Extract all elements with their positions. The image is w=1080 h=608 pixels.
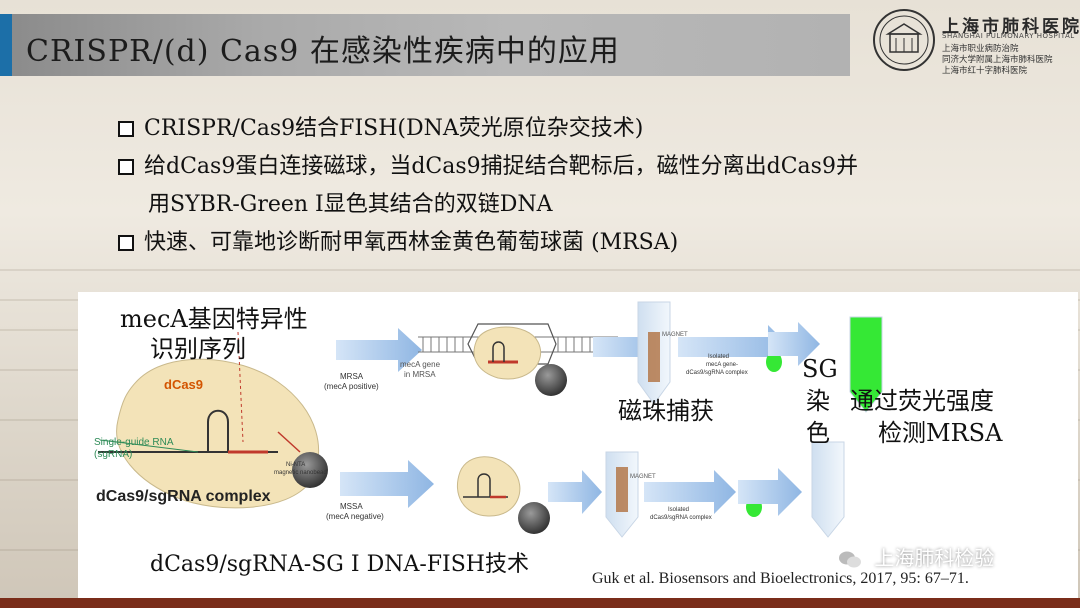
isolated-b-label-2: dCas9/sgRNA complex (650, 515, 712, 521)
title-accent (0, 14, 12, 76)
bullet-list: CRISPR/Cas9结合FISH(DNA荧光原位杂交技术) 给dCas9蛋白连… (118, 110, 858, 262)
label-sg-3: 色 (806, 419, 830, 447)
nanobead-label-2: magnetic nanobead (274, 470, 327, 476)
sgrna-hairpin (207, 409, 229, 452)
slide-title: CRISPR/(d) Cas9 在感染性疾病中的应用 (26, 34, 620, 69)
isolated-label-3: dCas9/sgRNA complex (686, 370, 748, 376)
label-fluor-1: 通过荧光强度 (850, 387, 994, 415)
logo-name: 上海市肺科医院 (942, 17, 1080, 37)
target-pointer (237, 331, 244, 443)
bullet-item: 快速、可靠地诊断耐甲氧西林金黄色葡萄球菌 (MRSA) (118, 224, 858, 262)
label-beads: 磁珠捕获 (618, 397, 714, 425)
meca-gene-label-1: mecA gene (400, 360, 441, 369)
checkbox-bullet-icon (118, 159, 134, 175)
checkbox-bullet-icon (118, 121, 134, 137)
label-sg-1: SG (802, 355, 838, 383)
bullet-text: 给dCas9蛋白连接磁球，当dCas9捕捉结合靶标后，磁性分离出dCas9并 (144, 154, 858, 179)
diagram-graphics: + + (98, 301, 883, 538)
bound-hairpin (492, 341, 505, 362)
bullet-item: 给dCas9蛋白连接磁球，当dCas9捕捉结合靶标后，磁性分离出dCas9并 (118, 148, 858, 186)
complex-label: dCas9/sgRNA complex (96, 488, 271, 505)
bottom-bar (0, 598, 1080, 608)
arrow-isolate (678, 325, 790, 369)
sgrna-pointer (99, 439, 199, 453)
logo-line-1: 上海市职业病防治院 (942, 44, 1019, 54)
magnet-label-2: MAGNET (630, 474, 656, 480)
logo-english: SHANGHAI PULMONARY HOSPITAL (942, 32, 1075, 40)
arrow-stain-2 (738, 468, 802, 516)
checkbox-bullet-icon (118, 235, 134, 251)
isolated-label-1: Isolated (708, 354, 730, 360)
watermark-text: 上海肺科检验 (874, 546, 995, 570)
crispr-diagram: + + (78, 292, 1078, 604)
bullet-text: CRISPR/Cas9结合FISH(DNA荧光原位杂交技术) (144, 116, 644, 141)
empty-tube (811, 441, 845, 538)
bullet-continuation: 用SYBR-Green Ⅰ显色其结合的双链DNA (118, 186, 858, 224)
wechat-watermark: 上海肺科检验 (838, 542, 994, 571)
arrow-stain (768, 322, 820, 366)
bead-cluster-2 (616, 467, 628, 512)
hospital-logo: 上海市肺科医院 SHANGHAI PULMONARY HOSPITAL 上海市职… (872, 8, 1079, 76)
dcas9-unbound (456, 456, 521, 517)
nanobead-label-1: Ni-NTA (286, 462, 306, 468)
isolated-b-label-1: Isolated (668, 507, 690, 513)
magnet-label: MAGNET (662, 332, 688, 338)
label-fluor-2: 检测MRSA (878, 419, 1003, 447)
hospital-emblem-icon (873, 9, 935, 71)
sg-green-dot (766, 352, 782, 372)
sgrna-label-2: (sgRNA) (94, 449, 133, 460)
logo-line-3: 上海市红十字肺科医院 (942, 66, 1028, 76)
logo-line-2: 同济大学附属上海市肺科医院 (942, 55, 1053, 65)
mssa-label-1: MSSA (340, 502, 363, 511)
arrow-capture-2 (548, 470, 602, 514)
bullet-text: 快速、可靠地诊断耐甲氧西林金黄色葡萄球菌 (MRSA) (144, 230, 679, 255)
isolated-label-2: mecA gene- (706, 362, 739, 368)
arrow-isolate-2 (644, 470, 736, 514)
sgrna-label-1: Single-guide RNA (94, 437, 174, 448)
wechat-icon (839, 551, 861, 567)
dcas9-bound (473, 326, 542, 380)
mssa-label-2: (mecA negative) (326, 512, 384, 521)
magnetic-nanobead (292, 452, 328, 488)
unbound-hairpin (477, 473, 491, 497)
label-meca-1: mecA基因特异性 (120, 305, 308, 333)
dcas9-label: dCas9 (164, 377, 204, 392)
bullet-item: CRISPR/Cas9结合FISH(DNA荧光原位杂交技术) (118, 110, 858, 148)
citation: Guk et al. Biosensors and Bioelectronics… (592, 570, 969, 587)
label-sg-2: 染 (806, 387, 830, 415)
bead-linker (277, 431, 301, 453)
magnetic-nanobead-bound (535, 364, 567, 396)
title-bar (0, 14, 850, 76)
meca-gene-label-2: in MRSA (404, 370, 436, 379)
magnetic-nanobead-free (518, 502, 550, 534)
label-meca-2: 识别序列 (150, 335, 246, 363)
mrsa-label-2: (mecA positive) (324, 382, 379, 391)
bullet-text: 用SYBR-Green Ⅰ显色其结合的双链DNA (148, 192, 553, 217)
mrsa-label-1: MRSA (340, 372, 364, 381)
bead-cluster (648, 332, 660, 382)
arrow-mssa (340, 460, 434, 508)
fluorescent-tube (849, 316, 883, 413)
label-technique: dCas9/sgRNA-SG Ⅰ DNA-FISH技术 (150, 552, 529, 577)
arrow-mrsa (336, 328, 422, 372)
dcas9-protein (116, 358, 320, 509)
